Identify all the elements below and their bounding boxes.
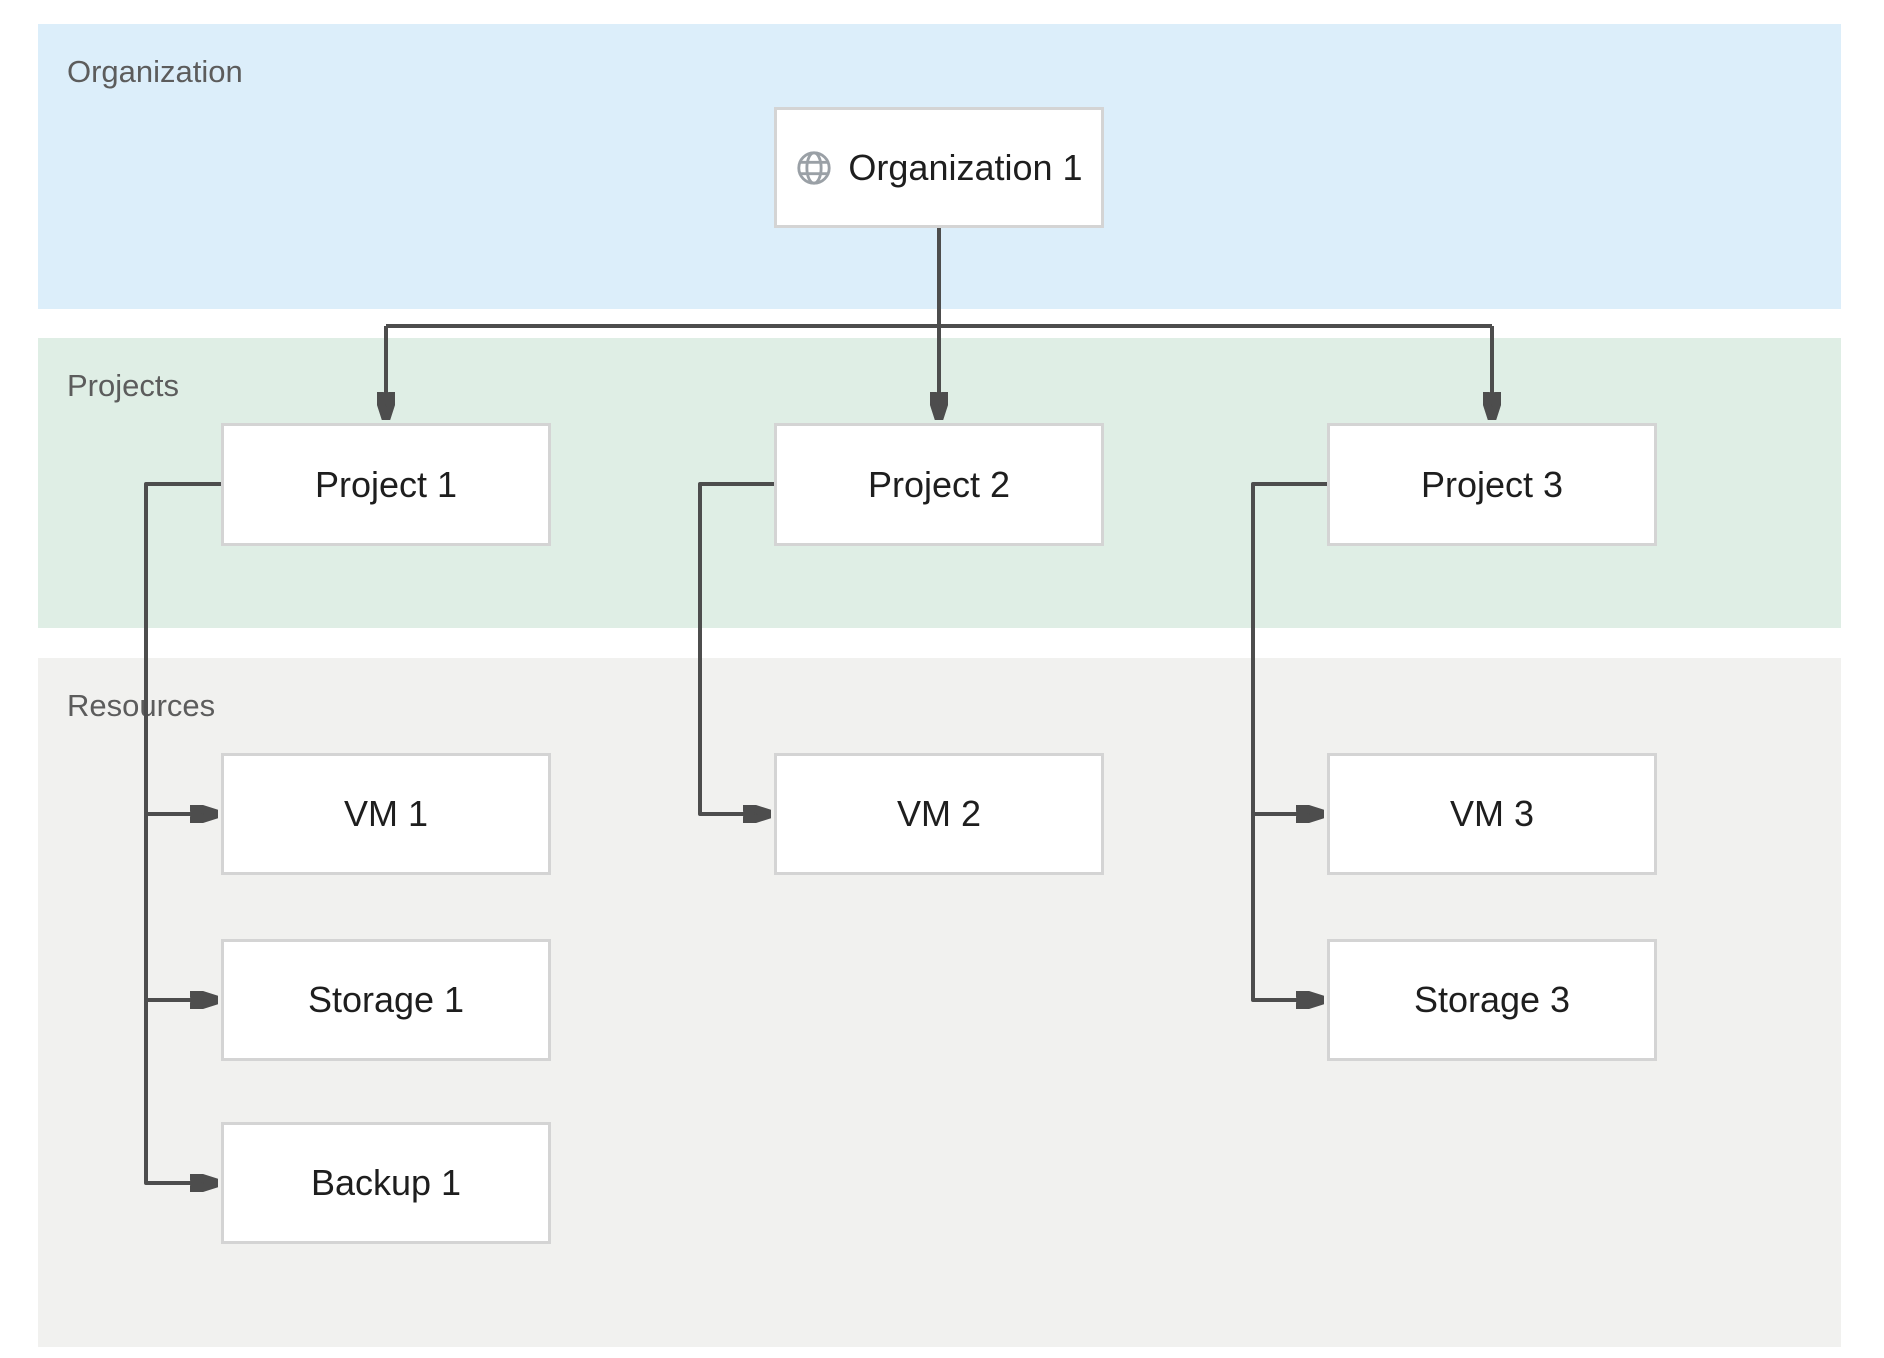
node-backup-1: Backup 1 bbox=[221, 1122, 551, 1244]
node-project-1: Project 1 bbox=[221, 423, 551, 546]
node-storage-3: Storage 3 bbox=[1327, 939, 1657, 1061]
node-project-2-label: Project 2 bbox=[867, 463, 1011, 505]
node-vm-2-label: VM 2 bbox=[896, 793, 982, 834]
node-organization-1: Organization 1 bbox=[774, 107, 1104, 228]
node-storage-1-label: Storage 1 bbox=[307, 979, 465, 1020]
node-project-1-label: Project 1 bbox=[314, 463, 458, 505]
node-project-3: Project 3 bbox=[1327, 423, 1657, 546]
node-organization-1-label: Organization 1 bbox=[848, 146, 1083, 188]
node-vm-3-label: VM 3 bbox=[1449, 793, 1535, 834]
node-project-2: Project 2 bbox=[774, 423, 1104, 546]
band-resources-label: Resources bbox=[67, 688, 216, 723]
node-vm-1-label: VM 1 bbox=[343, 793, 429, 834]
node-vm-2: VM 2 bbox=[774, 753, 1104, 875]
node-storage-3-label: Storage 3 bbox=[1413, 979, 1571, 1020]
node-backup-1-label: Backup 1 bbox=[310, 1162, 462, 1203]
node-vm-3: VM 3 bbox=[1327, 753, 1657, 875]
node-storage-1: Storage 1 bbox=[221, 939, 551, 1061]
node-vm-1: VM 1 bbox=[221, 753, 551, 875]
node-project-3-label: Project 3 bbox=[1420, 463, 1564, 505]
globe-icon bbox=[795, 149, 833, 187]
band-organization-label: Organization bbox=[67, 54, 243, 89]
band-projects-label: Projects bbox=[67, 368, 179, 403]
